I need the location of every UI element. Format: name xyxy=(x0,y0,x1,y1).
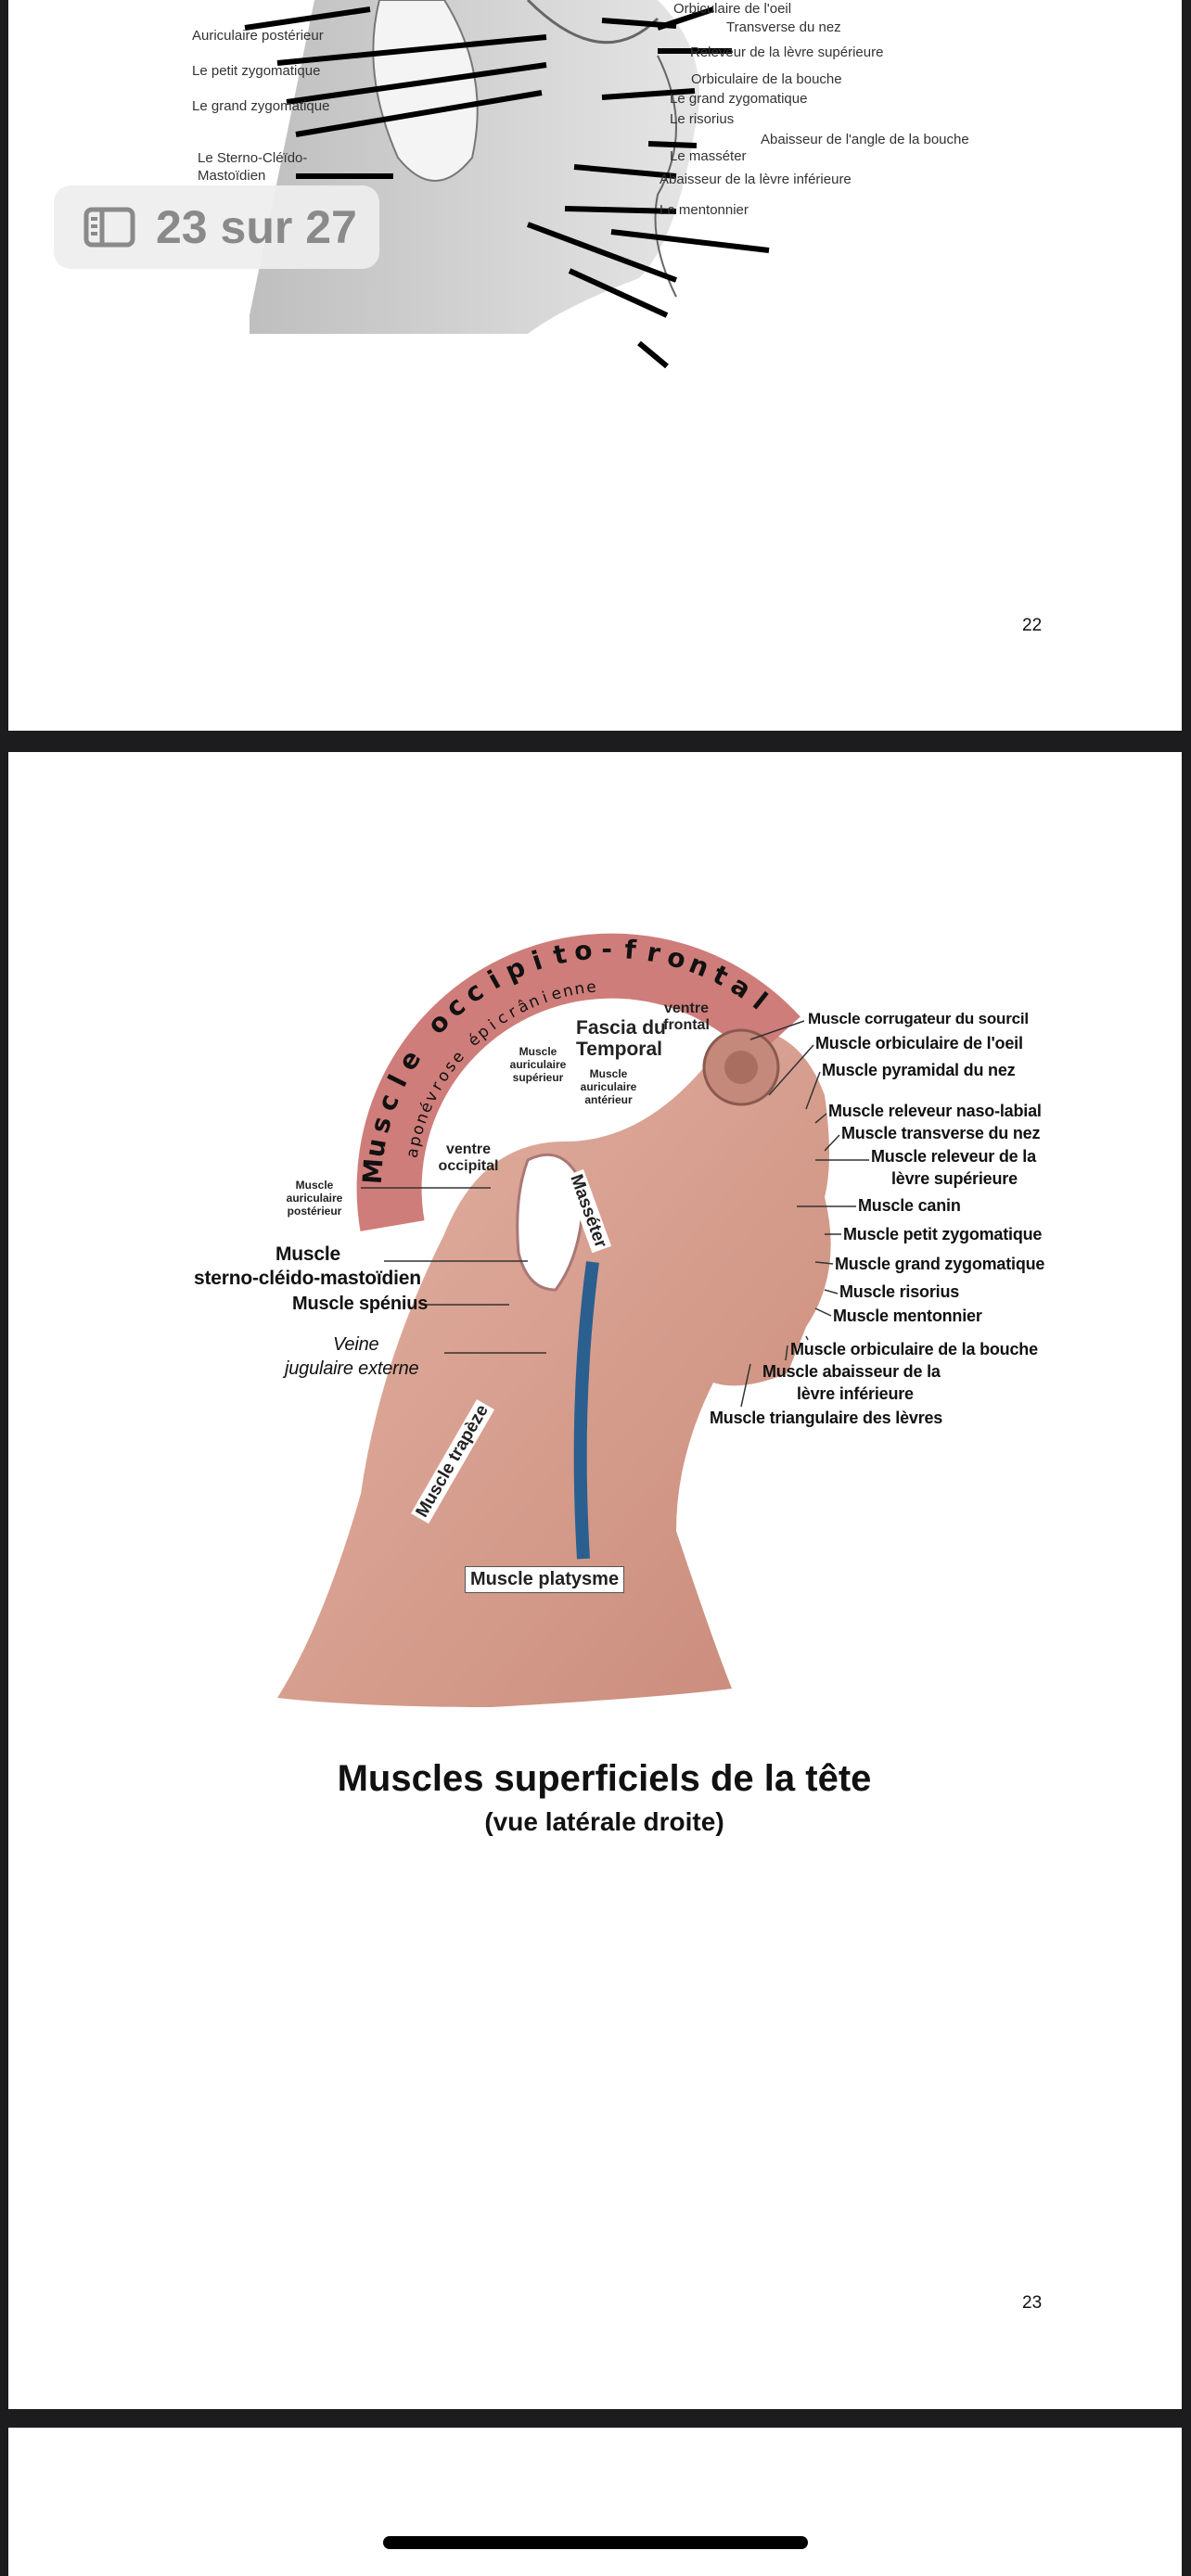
figure-title: Muscles superficiels de la tête xyxy=(337,1758,872,1799)
label-auriculaire-superieur: Muscle auriculaire supérieur xyxy=(509,1045,567,1084)
label-veine: Veine xyxy=(333,1334,379,1355)
label-platysme: Muscle platysme xyxy=(465,1566,625,1593)
label-mentonnier: Muscle mentonnier xyxy=(833,1307,982,1325)
label-releveur-levre-1: Muscle releveur de la xyxy=(871,1147,1036,1166)
label-abaisseur-angle: Abaisseur de l'angle de la bouche xyxy=(761,132,969,147)
page-indicator-badge[interactable]: 23 sur 27 xyxy=(54,185,379,269)
label-orbiculaire-bouche: Orbiculaire de la bouche xyxy=(691,71,842,87)
label-splenius: Muscle spénius xyxy=(292,1294,429,1314)
label-muscle-scm-2: sterno-cléido-mastoïdien xyxy=(194,1268,421,1289)
arc-label-occipito-frontal-glyph: - xyxy=(601,934,612,964)
arc-label-aponevrose-glyph: e xyxy=(549,984,564,1004)
label-ventre-occipital: ventre occipital xyxy=(438,1141,499,1174)
label-petit-zygomatique: Le petit zygomatique xyxy=(192,63,321,79)
label-risorius: Le risorius xyxy=(670,111,735,127)
label-ventre-frontal: ventre frontal xyxy=(663,1001,710,1033)
label-releveur-levre-2: lèvre supérieure xyxy=(891,1169,1018,1188)
label-grand-zygomatique-r: Le grand zygomatique xyxy=(670,91,808,107)
label-auriculaire-posterieur: Muscle auriculaire postérieur xyxy=(286,1179,343,1218)
label-fascia-temporal: Fascia du Temporal xyxy=(576,1017,666,1060)
arc-label-occipito-frontal-glyph: r xyxy=(645,937,663,969)
label-petit-zygomatique: Muscle petit zygomatique xyxy=(843,1225,1043,1243)
label-corrugateur: Muscle corrugateur du sourcil xyxy=(808,1010,1029,1027)
label-mentonnier: Le mentonnier xyxy=(660,202,749,218)
label-orbiculaire-bouche: Muscle orbiculaire de la bouche xyxy=(790,1340,1038,1358)
label-canin: Muscle canin xyxy=(858,1196,961,1215)
sidebar-icon xyxy=(83,207,135,248)
figure-subtitle: (vue latérale droite) xyxy=(484,1807,724,1836)
label-abaisseur-2: lèvre inférieure xyxy=(797,1384,914,1403)
arc-label-aponevrose-glyph: a xyxy=(403,1146,424,1159)
label-orbiculaire-oeil: Muscle orbiculaire de l'oeil xyxy=(815,1034,1023,1052)
label-auriculaire-posterieur: Auriculaire postérieur xyxy=(192,28,324,44)
label-abaisseur-levre: Abaisseur de la lèvre inférieure xyxy=(660,172,852,187)
home-indicator[interactable] xyxy=(383,2536,808,2549)
arc-label-aponevrose-glyph: p xyxy=(405,1134,426,1148)
arc-label-aponevrose-glyph: e xyxy=(585,978,596,998)
arc-label-aponevrose-glyph: n xyxy=(573,979,586,999)
label-jugulaire-externe: jugulaire externe xyxy=(285,1358,419,1379)
label-masseter: Le masséter xyxy=(670,148,747,164)
label-mastoidien: Mastoïdien xyxy=(198,168,266,184)
pdf-page-22: Auriculaire postérieur Le petit zygomati… xyxy=(8,0,1182,731)
scalp-band xyxy=(356,933,800,1231)
label-risorius: Muscle risorius xyxy=(839,1282,960,1301)
page-number: 22 xyxy=(1022,616,1043,635)
label-pyramidal: Muscle pyramidal du nez xyxy=(822,1061,1016,1079)
leader-lines xyxy=(244,6,770,369)
page-number: 23 xyxy=(1022,2293,1043,2313)
label-grand-zygomatique: Le grand zygomatique xyxy=(192,98,330,114)
label-auriculaire-anterieur: Muscle auriculaire antérieur xyxy=(580,1067,637,1106)
arc-label-aponevrose-glyph: n xyxy=(561,981,575,1001)
label-sterno: Le Sterno-Cléïdo- xyxy=(198,150,308,166)
label-triangulaire: Muscle triangulaire des lèvres xyxy=(710,1409,943,1427)
label-releveur-levre: Releveur de la lèvre supérieure xyxy=(690,45,884,60)
label-transverse-nez: Muscle transverse du nez xyxy=(841,1124,1041,1142)
label-transverse-nez: Transverse du nez xyxy=(726,19,841,35)
label-orbiculaire-oeil: Orbiculaire de l'oeil xyxy=(673,1,792,17)
label-grand-zygomatique: Muscle grand zygomatique xyxy=(835,1255,1045,1273)
arc-label-occipito-frontal-glyph: o xyxy=(572,935,594,967)
pdf-page-24 xyxy=(8,2428,1182,2576)
label-muscle-scm-1: Muscle xyxy=(275,1243,340,1265)
label-abaisseur-1: Muscle abaisseur de la xyxy=(762,1362,941,1381)
arc-label-occipito-frontal-glyph: M xyxy=(357,1157,390,1185)
grayscale-head-illustration xyxy=(244,0,770,369)
label-releveur-naso-labial: Muscle releveur naso-labial xyxy=(828,1102,1042,1120)
arc-label-occipito-frontal-glyph: f xyxy=(623,934,638,965)
page-indicator-text: 23 sur 27 xyxy=(156,201,357,253)
arc-label-aponevrose-glyph: i xyxy=(540,988,550,1007)
